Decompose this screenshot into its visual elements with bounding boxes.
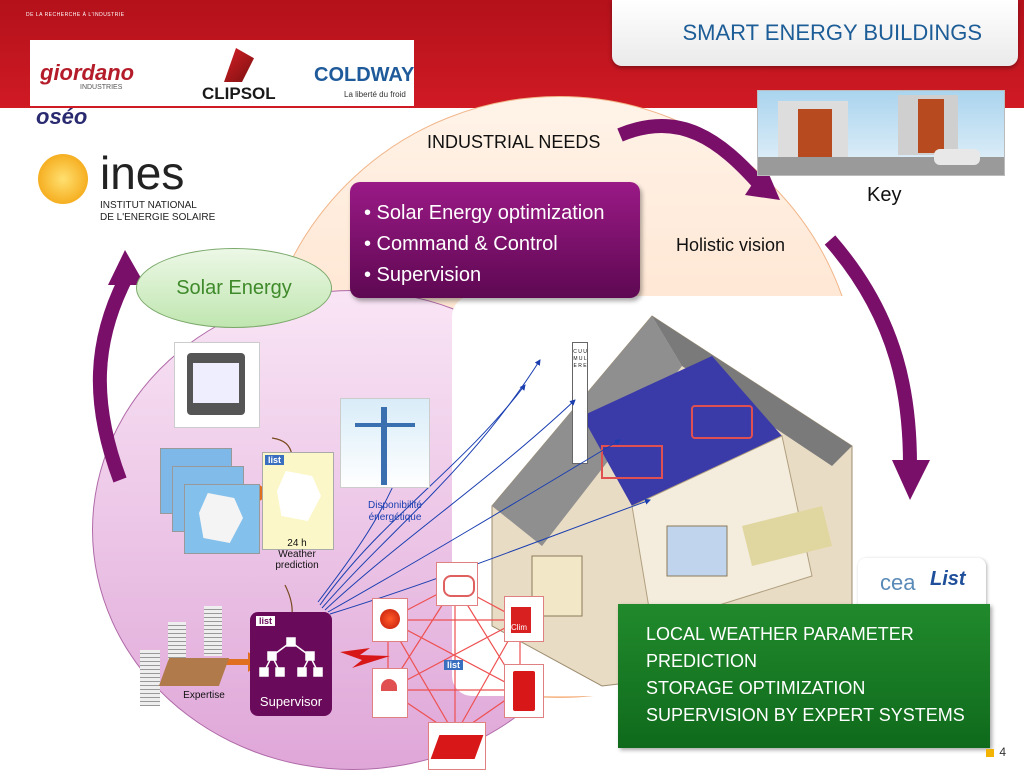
outcome-item: STORAGE OPTIMIZATION	[646, 678, 866, 698]
industrial-needs-label: INDUSTRIAL NEEDS	[427, 132, 601, 152]
solar-energy-label: Solar Energy	[176, 277, 292, 299]
building-photo	[757, 90, 1005, 176]
outcomes-box: LOCAL WEATHER PARAMETER PREDICTION STORA…	[618, 604, 990, 748]
list-logo-text: List	[930, 568, 966, 590]
weather-prediction-panel: list	[262, 452, 334, 550]
outcome-item: LOCAL WEATHER PARAMETER	[646, 624, 914, 644]
coldway-logo: COLDWAY	[314, 64, 415, 86]
radiator-icon	[443, 575, 475, 597]
industrial-needs-box: • Solar Energy optimization • Command & …	[350, 182, 640, 298]
ines-sub2: DE L'ENERGIE SOLAIRE	[100, 212, 216, 223]
france-map-icon	[199, 493, 243, 543]
document-stack-icon	[204, 606, 222, 656]
giordano-sub: INDUSTRIES	[80, 84, 123, 91]
car-icon	[934, 149, 980, 165]
need-item: • Solar Energy optimization	[364, 202, 605, 224]
ines-sub1: INSTITUT NATIONAL	[100, 200, 197, 211]
clipsol-icon	[224, 48, 254, 82]
storage-tank-label: C U U M U L E R E	[573, 349, 587, 369]
desk-icon	[158, 658, 230, 686]
holistic-vision-label: Holistic vision	[676, 235, 786, 255]
title-box: SMART ENERGY BUILDINGS	[612, 0, 1018, 66]
supervisor-node: list Supervisor	[250, 612, 332, 716]
photo-facade-2	[918, 99, 944, 153]
need-item: • Command & Control	[364, 233, 558, 255]
arrow-key-to-house	[824, 235, 917, 466]
weather-screen	[193, 363, 239, 403]
clipsol-logo: CLIPSOL	[202, 84, 276, 103]
oseo-logo: oséo	[36, 104, 88, 129]
outcome-item: SUPERVISION BY EXPERT SYSTEMS	[646, 705, 965, 725]
outcome-item: PREDICTION	[646, 651, 758, 671]
photo-facade-1	[798, 109, 832, 157]
power-pole-icon	[381, 407, 387, 485]
clim-device: Clim	[504, 596, 544, 642]
page-number: 4	[999, 745, 1006, 759]
supervisor-label: Supervisor	[259, 694, 323, 709]
heater-icon	[380, 609, 400, 629]
solar-panel-device	[428, 722, 486, 770]
appliance-device	[504, 664, 544, 718]
weather-map-3	[184, 484, 260, 554]
expertise-label: Expertise	[183, 690, 225, 701]
solar-energy-node: Solar Energy	[136, 248, 332, 328]
heater-device	[372, 598, 408, 642]
shower-icon	[381, 679, 397, 691]
need-item: • Supervision	[364, 264, 482, 286]
expertise-group	[140, 606, 230, 706]
power-line-panel	[340, 398, 430, 488]
page-title: SMART ENERGY BUILDINGS	[682, 20, 982, 45]
supervisor-list-badge: list	[256, 616, 276, 626]
clim-label: Clim	[511, 623, 527, 632]
power-pole-crossbar	[355, 423, 415, 427]
giordano-logo: giordano	[40, 60, 135, 85]
document-stack-icon	[140, 650, 160, 706]
network-list-badge: list	[444, 660, 464, 670]
header-tagline: DE LA RECHERCHE À L'INDUSTRIE	[26, 12, 125, 18]
ines-logo: ines	[100, 147, 185, 199]
sun-icon	[38, 154, 88, 204]
weather-label-2: prediction	[275, 560, 319, 571]
list-badge: list	[265, 455, 285, 465]
clim-icon	[511, 607, 531, 633]
partner-logos-panel: giordano INDUSTRIES CLIPSOL COLDWAY La l…	[30, 40, 414, 106]
arrow-needs-to-key	[617, 119, 766, 190]
shower-device	[372, 668, 408, 718]
energy-availability-1: Disponibilité	[368, 500, 422, 511]
radiator-device	[436, 562, 478, 606]
decision-tree-icon	[259, 637, 323, 677]
energy-availability-2: énergétique	[368, 512, 422, 523]
page-marker-icon	[986, 749, 994, 757]
cea-logo-text: cea	[880, 570, 916, 595]
arrow-up-to-solar	[92, 276, 132, 483]
weather-station-icon	[187, 353, 245, 415]
appliance-icon	[513, 671, 535, 711]
france-prediction-icon	[277, 471, 321, 521]
weather-label-1: Weather	[278, 549, 316, 560]
ines-logo-panel: ines INSTITUT NATIONAL DE L'ENERGIE SOLA…	[30, 146, 260, 226]
weather-24h: 24 h	[287, 538, 307, 549]
solar-panel-icon	[430, 735, 484, 759]
coldway-sub: La liberté du froid	[344, 90, 406, 99]
weather-station-panel	[174, 342, 260, 428]
key-label: Key	[867, 184, 902, 206]
